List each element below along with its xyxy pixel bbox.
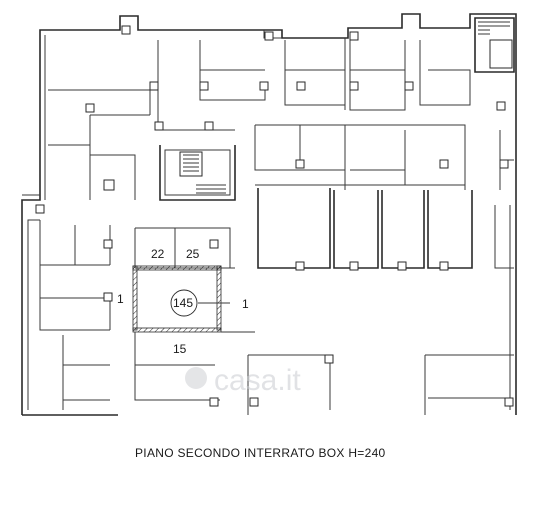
plan-title: PIANO SECONDO INTERRATO BOX H=240 xyxy=(135,446,386,460)
outer-walls xyxy=(21,13,517,416)
box-145-label: 145 xyxy=(173,296,193,310)
box-15-label: 15 xyxy=(173,342,187,356)
parking-hall xyxy=(257,188,514,269)
stair-core-right xyxy=(474,17,515,73)
level-label-right: 1 xyxy=(242,297,249,311)
central-boxes xyxy=(132,227,255,401)
box-25-label: 25 xyxy=(186,247,200,261)
box-22-label: 22 xyxy=(151,247,165,261)
pillars xyxy=(35,25,514,407)
left-box-rows xyxy=(39,220,111,410)
level-label-left: 1 xyxy=(117,292,124,306)
watermark-text: casa.it xyxy=(214,364,301,397)
bottom-right-rooms xyxy=(247,354,514,415)
watermark: casa.it xyxy=(185,364,301,397)
stair-core-center xyxy=(159,145,236,201)
